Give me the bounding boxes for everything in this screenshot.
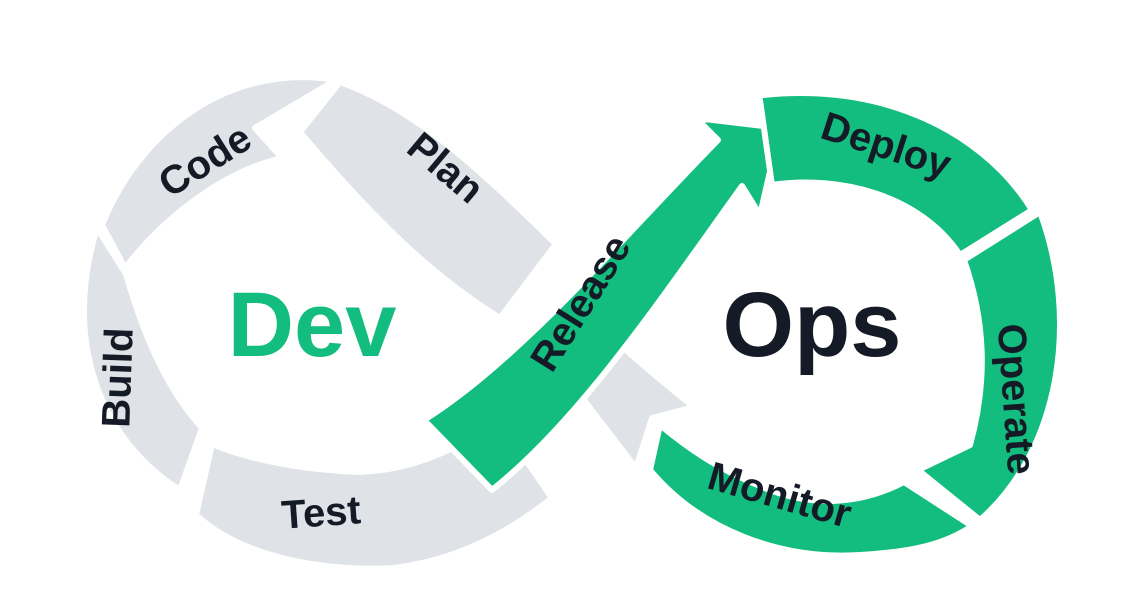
ops-loop — [421, 90, 1063, 559]
label-operate: Operate — [989, 322, 1043, 476]
segment-plan — [297, 79, 559, 321]
segment-monitor — [647, 422, 975, 559]
ops-title: Ops — [723, 274, 902, 376]
segment-operate — [915, 209, 1063, 523]
segment-deploy — [709, 90, 1035, 258]
label-build: Build — [94, 327, 141, 428]
label-test: Test — [280, 488, 362, 537]
segment-code — [99, 74, 339, 271]
dev-title: Dev — [228, 274, 397, 376]
segment-build — [81, 225, 205, 493]
